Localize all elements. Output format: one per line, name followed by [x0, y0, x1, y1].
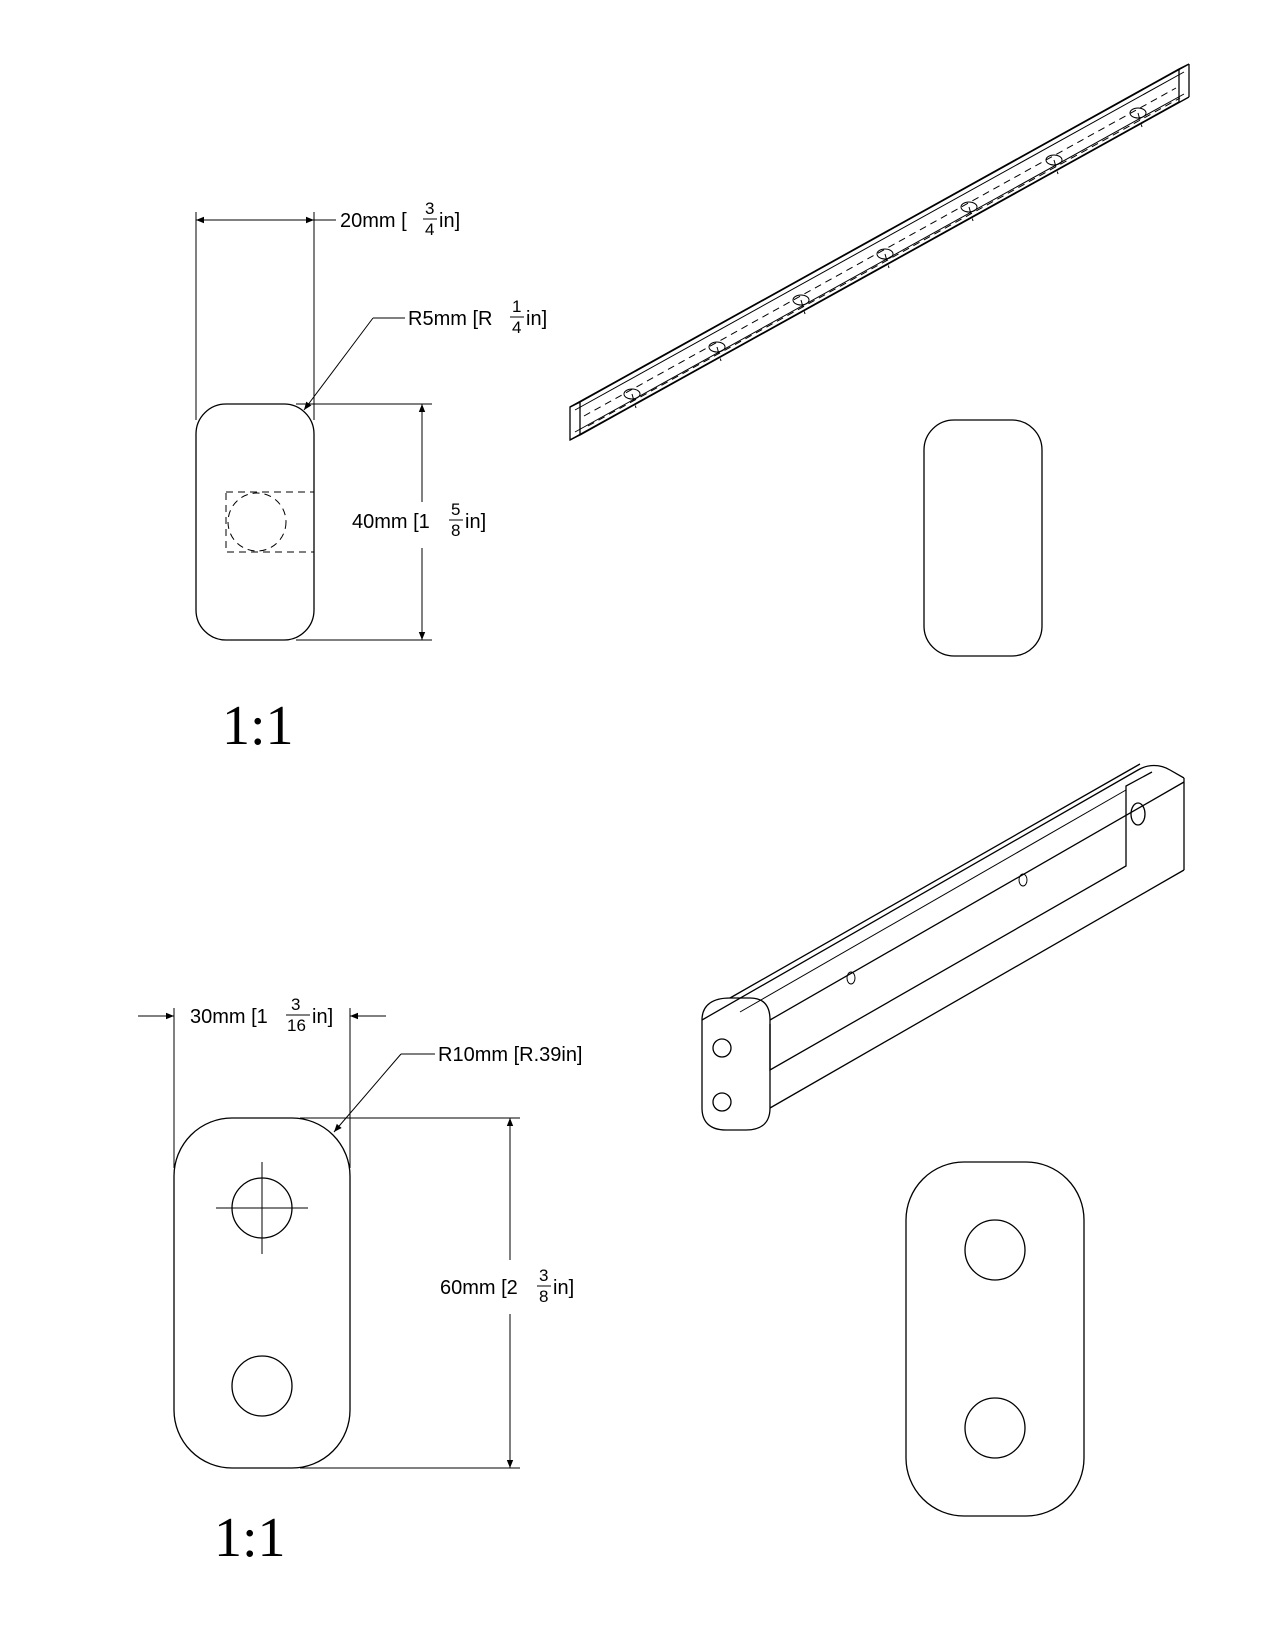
part2-end-hole-bottom [712, 1092, 732, 1112]
part2-top-hole-iso-2 [846, 971, 856, 985]
part1-radius-main: R5mm [R [408, 308, 492, 330]
part2-radius-text: R10mm [R.39in] [438, 1044, 583, 1066]
part1-radius-num: 1 [512, 297, 521, 316]
part2-front-view [173, 1117, 351, 1469]
part1-height-num: 5 [451, 500, 460, 519]
part2-isometric-view [701, 763, 1185, 1131]
part2-width-den: 16 [287, 1016, 306, 1035]
part2-height-num: 3 [539, 1266, 548, 1285]
part1-front-view [195, 403, 315, 641]
part1-radius-leader: R5mm [R 1 4 in] [303, 297, 547, 411]
part1-width-unit: in] [439, 210, 460, 232]
part2-width-num: 3 [291, 995, 300, 1014]
part1-outline [195, 403, 315, 641]
part2-width-unit: in] [312, 1006, 333, 1028]
part2-height-den: 8 [539, 1287, 548, 1306]
part1-height-main: 40mm [1 [352, 511, 430, 533]
part1-width-dimension: 20mm [ 3 4 in] [195, 199, 460, 420]
part2-height-dimension: 60mm [2 3 8 in] [300, 1117, 574, 1469]
part1-radius-unit: in] [526, 308, 547, 330]
part1-height-unit: in] [465, 511, 486, 533]
part2-bottom-hole [231, 1355, 293, 1417]
part2-end-hole-top [712, 1038, 732, 1058]
part1-hidden-slot [225, 491, 315, 553]
part1-isometric-view [569, 63, 1190, 442]
part2-width-main: 30mm [1 [190, 1006, 268, 1028]
part1-pin-holes [623, 107, 1147, 409]
part2-end-profile [905, 1161, 1085, 1517]
part2-width-dimension: 30mm [1 3 16 in] [138, 995, 386, 1168]
part2-outline [173, 1117, 351, 1469]
part1-radius-den: 4 [512, 318, 521, 337]
part2-inner-end-hole [1130, 802, 1146, 826]
part1-height-dimension: 40mm [1 5 8 in] [296, 403, 486, 641]
part2-height-main: 60mm [2 [440, 1277, 518, 1299]
part2-top-hole-iso-1 [1018, 873, 1028, 887]
part2-scale-label: 1:1 [214, 1507, 286, 1569]
part1-scale-label: 1:1 [222, 695, 294, 757]
part1-width-num: 3 [425, 199, 434, 218]
part1-hidden-hole [227, 492, 287, 552]
part1-width-main: 20mm [ [340, 210, 407, 232]
part1-end-profile [923, 419, 1043, 657]
part2-end-face [701, 997, 771, 1131]
part2-height-unit: in] [553, 1277, 574, 1299]
part2-radius-leader: R10mm [R.39in] [333, 1044, 583, 1133]
part1-height-den: 8 [451, 521, 460, 540]
part1-width-den: 4 [425, 220, 434, 239]
